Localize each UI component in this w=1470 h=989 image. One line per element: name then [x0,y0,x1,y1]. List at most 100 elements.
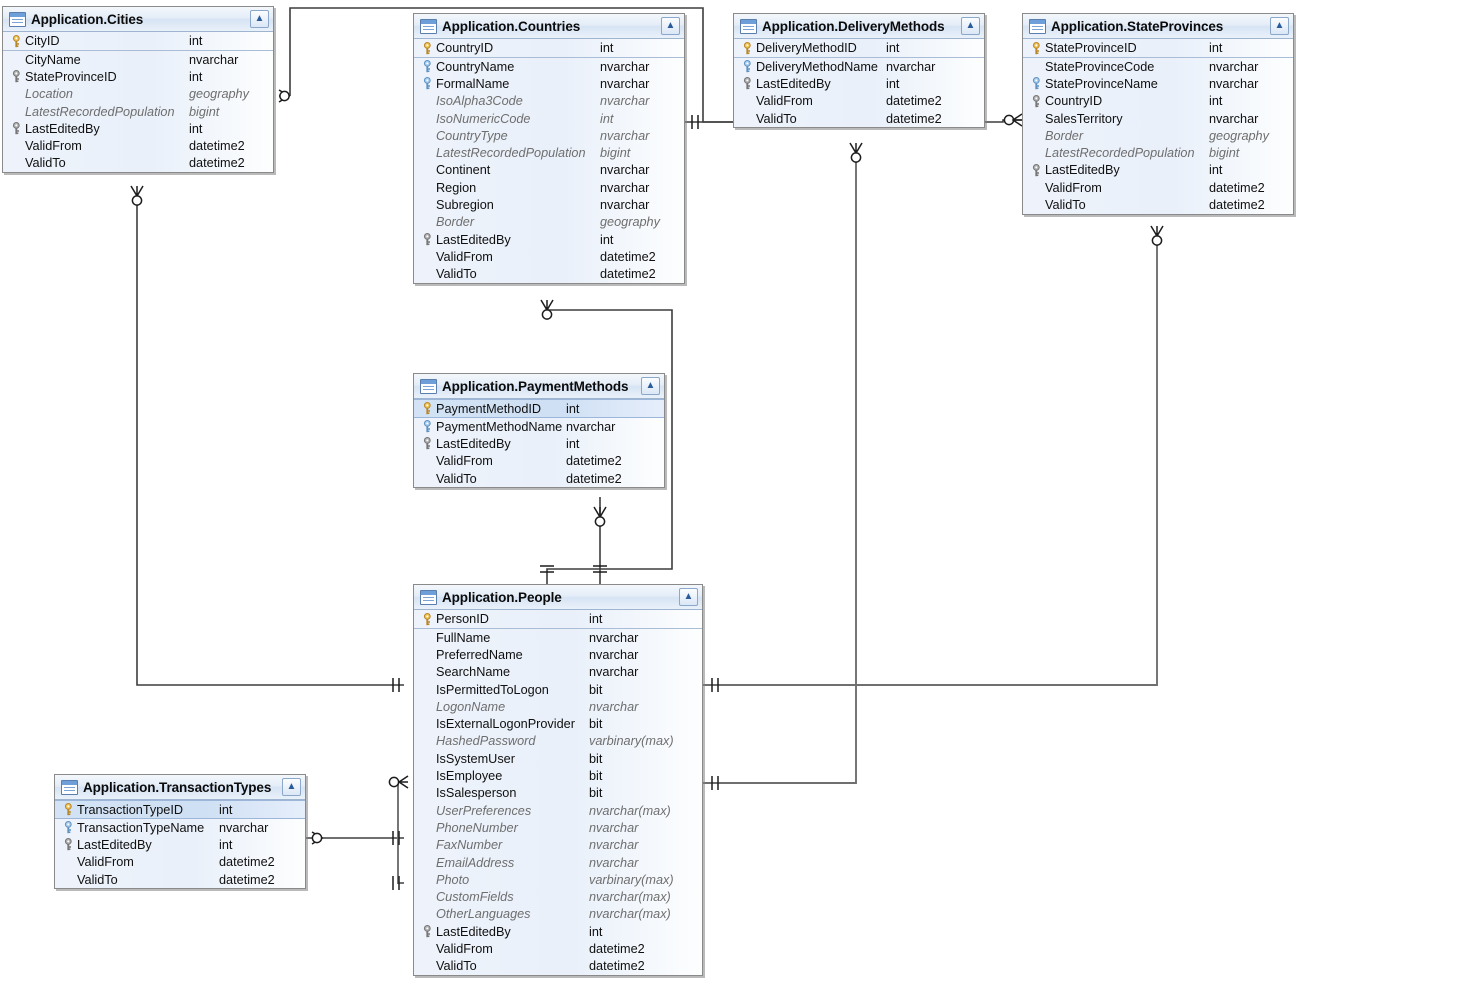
column-datatype: nvarchar [1209,76,1259,91]
index-key-icon [419,925,436,938]
column-datatype: bit [589,682,603,697]
table-card-deliverymethods[interactable]: Application.DeliveryMethods▲DeliveryMeth… [733,13,985,129]
table-grid-icon [420,18,437,34]
chevron-double-up-icon[interactable]: ▲ [679,588,698,606]
chevron-double-up-icon[interactable]: ▲ [1270,17,1289,35]
table-card-transactiontypes[interactable]: Application.TransactionTypes▲Transaction… [54,774,306,890]
table-card-paymentmethods[interactable]: Application.PaymentMethods▲PaymentMethod… [413,373,665,489]
table-header[interactable]: Application.PaymentMethods▲ [414,374,664,399]
table-header[interactable]: Application.Cities▲ [3,7,273,32]
chevron-double-up-icon[interactable]: ▲ [961,17,980,35]
table-header[interactable]: Application.TransactionTypes▲ [55,775,305,800]
column-datatype: nvarchar [589,647,639,662]
primary-key-icon [419,41,436,55]
column-name: TransactionTypeName [77,820,205,835]
chevron-double-up-icon[interactable]: ▲ [661,17,680,35]
column-datatype: int [1209,41,1223,55]
table-header[interactable]: Application.DeliveryMethods▲ [734,14,984,39]
table-card-stateprovinces[interactable]: Application.StateProvinces▲StateProvince… [1022,13,1294,215]
table-header[interactable]: Application.People▲ [414,585,702,610]
chevron-double-up-icon[interactable]: ▲ [282,778,301,796]
chevron-double-up-icon[interactable]: ▲ [250,10,269,28]
index-key-icon [8,70,25,83]
column-datatype: int [566,401,580,416]
table-header[interactable]: Application.StateProvinces▲ [1023,14,1293,39]
chevron-double-up-icon[interactable]: ▲ [641,377,660,395]
table-header[interactable]: Application.Countries▲ [414,14,684,39]
